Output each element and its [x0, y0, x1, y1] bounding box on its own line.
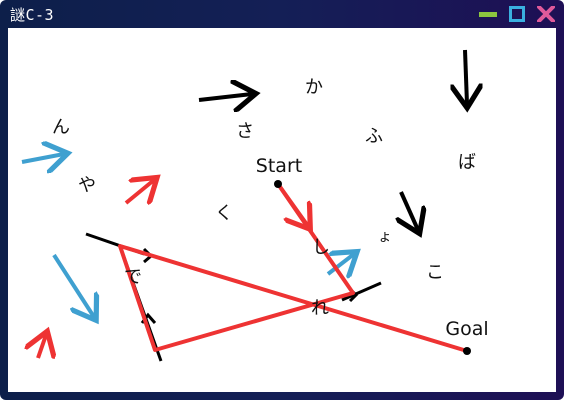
kana-shi: し [312, 237, 330, 258]
kana-sa: さ [236, 121, 254, 142]
kana-ko: こ [426, 262, 444, 283]
minimize-icon [479, 12, 497, 17]
kana-n: ん [52, 117, 70, 138]
black-arrow-down-right [401, 191, 418, 230]
kana-de: で [124, 267, 142, 288]
black-arrow-down [465, 49, 467, 104]
kana-fu: ふ [365, 126, 383, 147]
window-title: 謎C-3 [10, 6, 55, 24]
kana-ba: ば [458, 152, 476, 173]
maximize-button[interactable] [509, 6, 525, 22]
red-path-arrow [276, 182, 308, 226]
puzzle-drawing [21, 49, 556, 362]
start-point [274, 180, 282, 188]
kana-ya: や [78, 175, 96, 196]
minimize-button[interactable] [479, 6, 497, 22]
red-arrow-small-up [38, 335, 46, 358]
puzzle-canvas: Start Goal か ん さ ふ ば や く し ょ こ で れ [8, 28, 556, 392]
blue-arrow-down-right [52, 253, 94, 317]
maximize-icon [509, 6, 525, 22]
red-arrow-up-right [124, 180, 154, 203]
start-label: Start [255, 155, 303, 177]
blue-arrow-right [21, 154, 64, 162]
close-button[interactable] [537, 5, 555, 23]
kana-small-yo: ょ [378, 229, 392, 245]
title-bar[interactable]: 謎C-3 [0, 0, 564, 28]
red-path [118, 182, 468, 353]
kana-ka: か [305, 77, 323, 98]
kana-ku: く [215, 203, 233, 224]
goal-point [463, 347, 471, 355]
black-arrow-right [198, 94, 252, 100]
mirror-bar-right [341, 281, 382, 302]
goal-label: Goal [445, 318, 489, 340]
close-icon [537, 5, 555, 23]
blue-arrow-up-right [326, 254, 354, 274]
kana-re: れ [311, 298, 329, 319]
